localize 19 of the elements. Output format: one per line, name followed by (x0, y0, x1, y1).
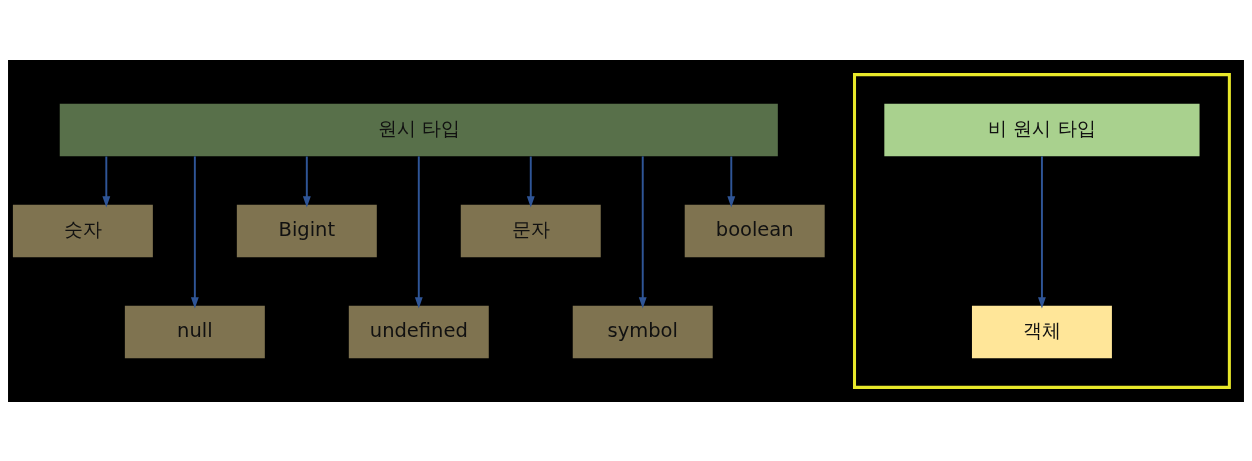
cluster (853, 72, 1231, 389)
node-box: 숫자 (12, 204, 153, 257)
arrow (414, 154, 423, 309)
arrow (727, 155, 736, 208)
arrow (102, 155, 111, 208)
node-box: 원시 타입 (59, 103, 778, 156)
node-box: undefined (348, 305, 489, 358)
arrow (526, 155, 535, 208)
arrow (638, 154, 647, 309)
node-box: boolean (684, 204, 825, 257)
node-box: symbol (572, 305, 713, 358)
node-box: null (124, 305, 265, 358)
node-box: 객체 (971, 305, 1112, 358)
arrow (190, 154, 199, 309)
node-box: 문자 (460, 204, 601, 257)
arrow (1038, 154, 1046, 309)
node-box: Bigint (236, 204, 377, 257)
arrow (302, 155, 311, 208)
node-box: 비 원시 타입 (884, 103, 1200, 156)
